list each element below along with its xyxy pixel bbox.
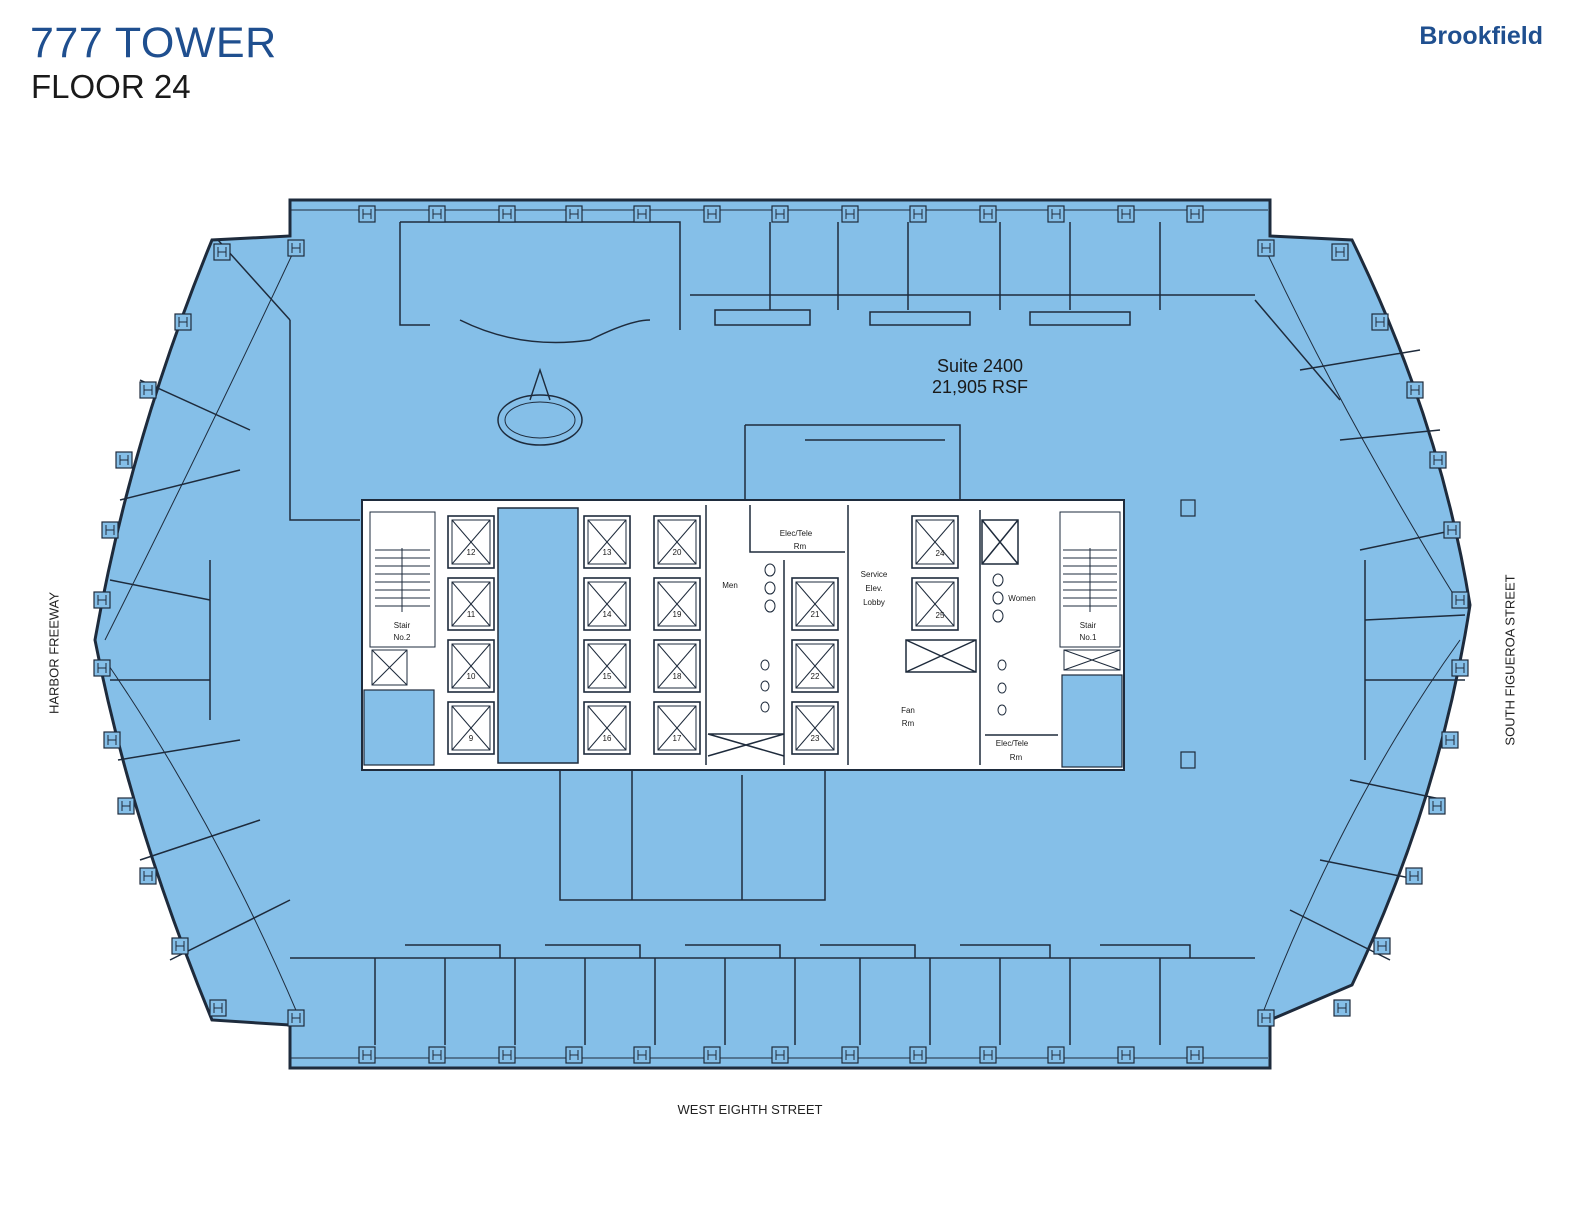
suite-area-label: 21,905 RSF [932,377,1028,397]
fan-room-rm: Rm [902,719,915,728]
elevator-11-label: 11 [467,610,476,619]
stair-2-label: Stair [394,621,411,630]
elevator-21-label: 21 [811,610,820,619]
floor-title: FLOOR 24 [31,68,191,105]
elec-tele-room-top-rm: Rm [794,542,807,551]
elec-tele-room-bottom-label: Elec/Tele [996,739,1029,748]
elevator-10-label: 10 [467,672,476,681]
elevator-17-label: 17 [673,734,682,743]
elevator-13 [583,515,631,569]
fan-room-label: Fan [901,706,915,715]
elevator-20-label: 20 [673,548,682,557]
elevator-23-label: 23 [811,734,820,743]
stair-1-number: No.1 [1080,633,1097,642]
elevator-24 [911,515,959,569]
elevator-22-label: 22 [811,672,820,681]
service-elevator-label-1: Service [861,570,888,579]
elevator-13-label: 13 [603,548,612,557]
elevator-15 [583,639,631,693]
elevator-20 [653,515,701,569]
elevator-12 [447,515,495,569]
elevator-12-label: 12 [467,548,476,557]
elevator-16 [583,701,631,755]
elevator-24-label: 24 [936,549,945,558]
elevator-9 [447,701,495,755]
elevator-10 [447,639,495,693]
building-title: 777 TOWER [30,19,277,67]
elevator-22 [791,639,839,693]
service-elevator-label-2: Elev. [865,584,882,593]
street-label-harbor-freeway: HARBOR FREEWAY [46,591,62,715]
elevator-21 [791,577,839,631]
suite-name: Suite 2400 [937,356,1023,376]
elevator-18 [653,639,701,693]
street-label-west-eighth: WEST EIGHTH STREET [677,1102,823,1117]
elevator-18-label: 18 [673,672,682,681]
elevator-14 [583,577,631,631]
elevator-19 [653,577,701,631]
elevator-25 [911,577,959,631]
elevator-11 [447,577,495,631]
womens-room-label: Women [1008,594,1035,603]
mens-room-label: Men [722,581,738,590]
elevator-9-label: 9 [469,734,474,743]
elevator-19-label: 19 [673,610,682,619]
brand-logo: Brookfield [1419,22,1543,50]
elevator-17 [653,701,701,755]
stair-2-number: No.2 [394,633,411,642]
elevator-25-label: 25 [936,611,945,620]
elevator-16-label: 16 [603,734,612,743]
service-elevator-label-3: Lobby [863,598,885,607]
stair-1-label: Stair [1080,621,1097,630]
elevator-15-label: 15 [603,672,612,681]
elevator-23 [791,701,839,755]
street-label-south-figueroa: SOUTH FIGUEROA STREET [1502,574,1518,746]
elec-tele-room-top-label: Elec/Tele [780,529,813,538]
elec-tele-room-bottom-rm: Rm [1010,753,1023,762]
elevator-14-label: 14 [603,610,612,619]
